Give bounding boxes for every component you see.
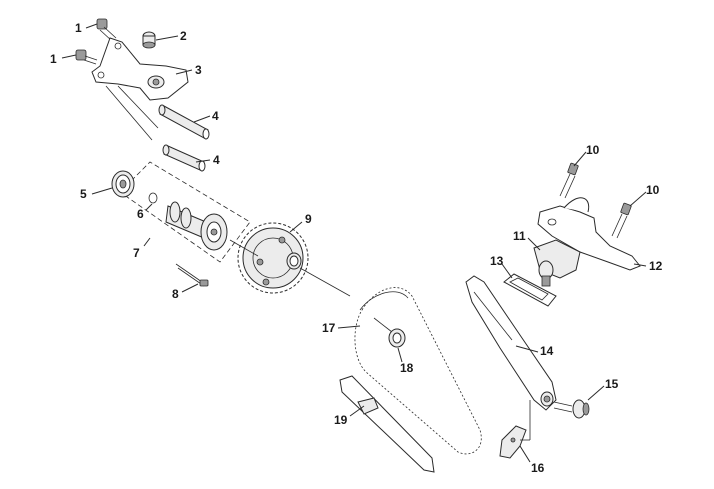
- callout-15: 15: [605, 377, 619, 391]
- callout-10-lower: 10: [646, 183, 660, 197]
- callout-17: 17: [322, 321, 336, 335]
- pivot-bolt-15: [553, 399, 590, 419]
- callout-10-upper: 10: [586, 143, 600, 157]
- callout-4-lower: 4: [213, 153, 220, 167]
- cam-bracket-3: [91, 37, 189, 101]
- callout-14: 14: [540, 344, 554, 358]
- bolt-18: [373, 317, 406, 348]
- bolt-1-upper: [96, 18, 117, 42]
- dowel-pin-4-upper: [158, 104, 210, 140]
- tensioner-bracket-12: [537, 197, 641, 271]
- callout-16: 16: [531, 461, 545, 475]
- callout-19: 19: [334, 413, 348, 427]
- callout-9: 9: [305, 212, 312, 226]
- chain-guide-19: [339, 375, 435, 473]
- callout-12: 12: [649, 259, 663, 273]
- callout-6: 6: [137, 207, 144, 221]
- circlip-6: [148, 192, 158, 204]
- timing-chain-17: [354, 287, 482, 455]
- callout-8: 8: [172, 287, 179, 301]
- callout-4-upper: 4: [212, 109, 219, 123]
- camshaft-7: [165, 201, 228, 251]
- cam-sprocket-9: [237, 222, 309, 294]
- tensioner-blade-14: [465, 275, 557, 411]
- callout-11: 11: [513, 229, 526, 243]
- dowel-pin-4-lower: [162, 144, 206, 172]
- bolt-1-lower: [75, 49, 98, 65]
- callout-7: 7: [133, 246, 140, 260]
- callout-13: 13: [490, 254, 504, 268]
- callout-1-lower: 1: [50, 52, 57, 66]
- cap-nut-2: [142, 31, 156, 49]
- bolt-10-lower: [611, 202, 632, 239]
- bearing-5: [111, 170, 135, 198]
- callout-2: 2: [180, 29, 187, 43]
- callout-1-upper: 1: [75, 21, 82, 35]
- tensioner-body-11: [533, 239, 581, 287]
- bolt-10-upper: [559, 162, 579, 199]
- decomp-pin-8: [175, 263, 209, 287]
- callout-3: 3: [195, 63, 202, 77]
- callout-18: 18: [400, 361, 414, 375]
- tensioner-bracket-16: [499, 425, 527, 459]
- callout-5: 5: [80, 187, 87, 201]
